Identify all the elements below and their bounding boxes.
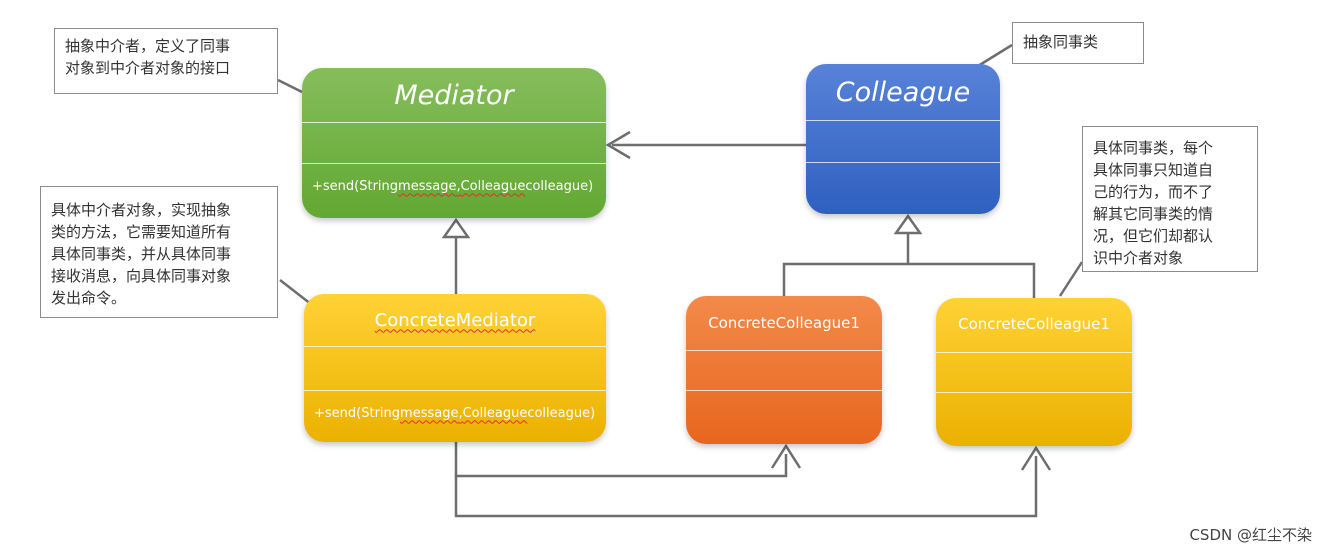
class-colleague-name: Colleague [835,76,971,108]
class-concrete-colleague-1-divider-1 [686,350,882,351]
note-colleague: 抽象同事类 [1012,22,1144,64]
generalization-branch [782,262,1036,298]
class-concrete-colleague-2-name-section: ConcreteColleague1 [936,298,1132,350]
class-concrete-mediator-name-section: ConcreteMediator [304,294,606,346]
generalization-triangle-colleague [893,213,923,235]
class-concrete-mediator-name: ConcreteMediator [374,309,536,331]
class-concrete-colleague-1[interactable]: ConcreteColleague1 [686,296,882,444]
class-concrete-colleague-1-name-section: ConcreteColleague1 [686,296,882,350]
class-mediator[interactable]: Mediator +send(String message,Colleague … [302,68,606,218]
op-suffix: colleague) [527,405,596,421]
class-mediator-operation: +send(String message,Colleague colleague… [302,164,606,208]
class-colleague-name-section: Colleague [806,64,1000,120]
class-colleague-divider-1 [806,120,1000,121]
note-concrete-colleague: 具体同事类，每个 具体同事只知道自 己的行为，而不了 解其它同事类的情 况，但它… [1082,126,1258,272]
class-concrete-mediator-divider-2 [304,390,606,391]
op-param-message: message,Colleague [398,178,526,194]
generalization-triangle-mediator [441,217,471,239]
class-mediator-divider-2 [302,163,606,164]
class-concrete-colleague-1-divider-2 [686,390,882,391]
class-mediator-name-section: Mediator [302,68,606,122]
op-prefix: +send(String [312,178,399,194]
class-concrete-mediator-divider-1 [304,346,606,347]
class-concrete-colleague-2-divider-2 [936,392,1132,393]
class-colleague-divider-2 [806,162,1000,163]
op-param-message: message,Colleague [400,405,528,421]
watermark: CSDN @红尘不染 [1189,526,1312,544]
note-mediator: 抽象中介者，定义了同事 对象到中介者对象的接口 [54,28,278,94]
note-leader-mediator [277,78,303,94]
class-concrete-colleague-2-name: ConcreteColleague1 [958,315,1110,333]
class-concrete-colleague-2[interactable]: ConcreteColleague1 [936,298,1132,446]
op-prefix: +send(String [314,405,401,421]
class-mediator-name: Mediator [394,79,514,111]
class-mediator-divider-1 [302,122,606,123]
class-concrete-mediator-operation: +send(String message,Colleague colleague… [304,392,606,434]
class-concrete-colleague-2-divider-1 [936,352,1132,353]
association-line-cc2 [454,456,1038,518]
note-concrete-mediator: 具体中介者对象，实现抽象 类的方法，它需要知道所有 具体同事类，并从具体同事 接… [40,186,278,318]
class-colleague[interactable]: Colleague [806,64,1000,214]
class-concrete-mediator[interactable]: ConcreteMediator +send(String message,Co… [304,294,606,442]
association-line-cc1 [454,440,788,478]
note-leader-colleague [977,43,1013,68]
association-arrowhead-cc1 [770,443,802,469]
association-arrowhead-cc2 [1020,445,1052,471]
association-arrowhead [605,130,631,160]
class-concrete-colleague-1-name: ConcreteColleague1 [708,314,860,332]
op-suffix: colleague) [525,178,594,194]
note-leader-concrete-colleague [1058,261,1084,297]
